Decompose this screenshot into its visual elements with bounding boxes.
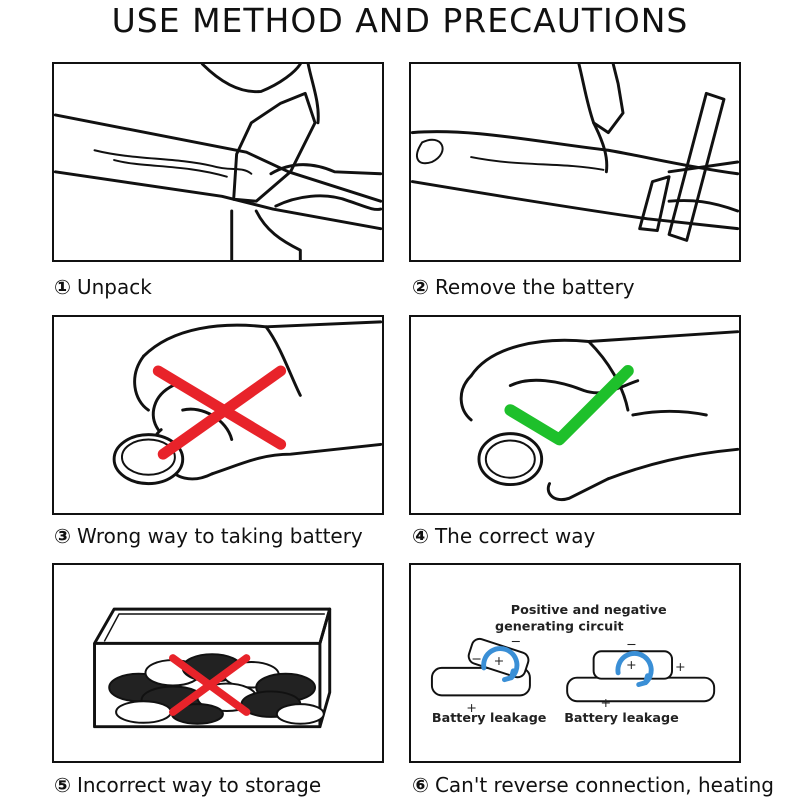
plus-sign: +: [600, 696, 611, 711]
diagram-heading-line1: Positive and negative: [511, 603, 667, 618]
plus-sign: +: [494, 654, 505, 669]
battery-leakage-label-left: Battery leakage: [432, 711, 547, 726]
incorrect-storage-illustration: [93, 607, 332, 729]
minus-sign: −: [510, 634, 521, 649]
circuit-arrow-left: [481, 646, 520, 683]
plus-sign: +: [675, 660, 686, 675]
right-battery-pair: [566, 650, 716, 703]
step-2-number: ②: [412, 275, 429, 299]
panel-unpack: [52, 62, 384, 262]
page-title: USE METHOD AND PRECAUTIONS: [111, 1, 689, 40]
diagram-heading-line2: generating circuit: [495, 620, 624, 635]
panel-correct-way: [409, 315, 741, 515]
step-2-label: Remove the battery: [434, 275, 635, 299]
step-1-label: Unpack: [76, 275, 152, 299]
step-6-number: ⑥: [412, 773, 429, 797]
unpack-illustration: [54, 64, 382, 260]
step-5-number: ⑤: [54, 773, 71, 797]
step-3-number: ③: [54, 524, 71, 548]
circuit-arrow-right: [615, 651, 654, 688]
step-5-label: Incorrect way to storage: [76, 773, 322, 797]
plus-sign: +: [626, 658, 637, 673]
correct-way-illustration: [459, 330, 739, 501]
step-6-label: Can't reverse connection, heating: [434, 773, 774, 797]
panel-incorrect-storage: [52, 563, 384, 763]
step-3-label: Wrong way to taking battery: [76, 524, 363, 548]
panel-wrong-way: [52, 315, 384, 515]
step-4-label: The correct way: [434, 524, 596, 548]
wrong-way-illustration: [112, 320, 382, 486]
battery-leakage-label-right: Battery leakage: [564, 711, 679, 726]
panel-reverse-connection: Positive and negative generating circuit…: [409, 563, 741, 763]
plus-sign: +: [466, 701, 477, 716]
wrong-x-mark: [152, 365, 287, 460]
step-4-number: ④: [412, 524, 429, 548]
step-1-number: ①: [54, 275, 71, 299]
remove-battery-illustration: [411, 64, 739, 242]
panel-remove-battery: [409, 62, 741, 262]
minus-sign: −: [471, 652, 482, 667]
minus-sign: −: [626, 637, 637, 652]
wrong-x-mark: [169, 654, 251, 716]
correct-check-mark: [504, 365, 634, 446]
reverse-connection-diagram: Positive and negative generating circuit…: [430, 603, 716, 726]
left-battery-pair: [430, 637, 531, 697]
coin: [477, 432, 544, 487]
